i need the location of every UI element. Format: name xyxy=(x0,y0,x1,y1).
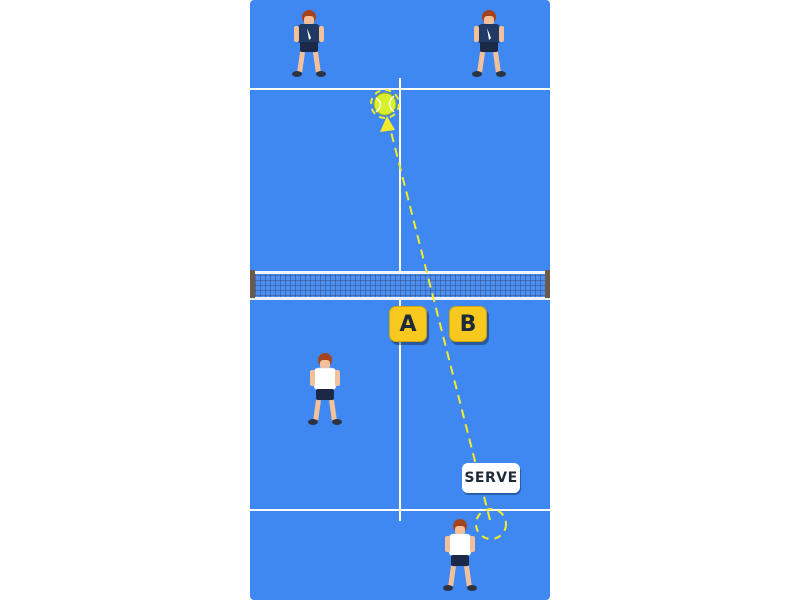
serve-label: SERVE xyxy=(462,463,520,493)
net-baseline xyxy=(250,298,550,300)
tennis-net xyxy=(250,270,550,300)
option-a-button[interactable]: A xyxy=(389,306,427,342)
opponent-player-right xyxy=(472,10,506,77)
target-ring xyxy=(370,89,400,119)
arrow-head-icon xyxy=(380,116,395,132)
teammate-player xyxy=(308,353,342,425)
opponent-player-left xyxy=(292,10,326,77)
option-b-button[interactable]: B xyxy=(449,306,487,342)
tennis-court: A B SERVE xyxy=(250,0,550,600)
tennis-ball-icon xyxy=(373,92,397,116)
serving-player xyxy=(443,519,477,591)
